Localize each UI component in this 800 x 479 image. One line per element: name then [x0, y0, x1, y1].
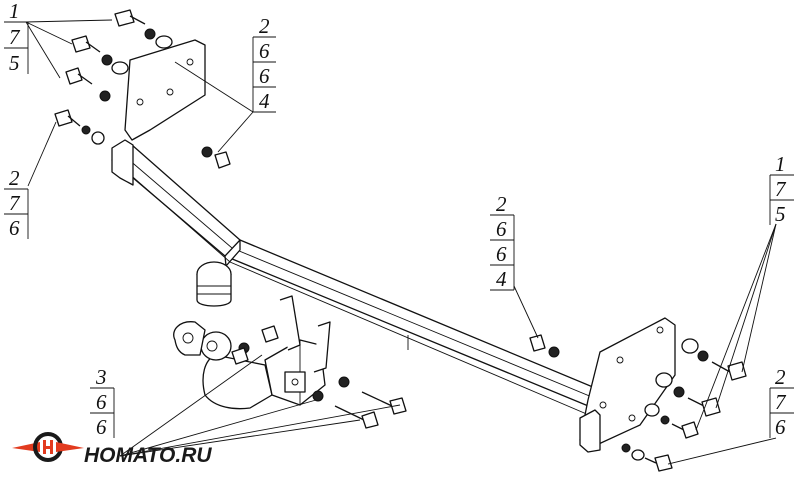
- tow-ball-cap: [196, 261, 232, 307]
- bolt: [671, 421, 699, 439]
- callout-number: 7: [9, 191, 21, 215]
- callout-mid: 2 6 6 4: [490, 192, 515, 291]
- watermark-logo: HOMATO.RU: [12, 432, 212, 467]
- bolt: [334, 405, 379, 429]
- leader-lines: [25, 19, 777, 465]
- callout-number: 4: [259, 89, 270, 113]
- fasteners-left: [54, 9, 231, 169]
- callout-number: 6: [496, 217, 507, 241]
- callout-number: 4: [496, 267, 507, 291]
- callout-right: 1 7 5: [769, 152, 794, 226]
- callout-number: 2: [259, 14, 270, 38]
- callout-number: 6: [259, 64, 270, 88]
- tow-ball-hitch: [173, 295, 331, 410]
- bolt: [711, 361, 747, 381]
- bolt: [361, 391, 407, 415]
- callout-number: 1: [9, 0, 20, 23]
- callout-number: 5: [9, 51, 20, 75]
- callout-top-mid: 2 6 6 4: [252, 14, 276, 113]
- callout-bottom-left: 3 6 6: [90, 365, 115, 439]
- callout-number: 2: [496, 192, 507, 216]
- callout-top-left: 1 7 5: [4, 0, 29, 75]
- bolt: [65, 67, 93, 85]
- callout-number: 7: [775, 390, 787, 414]
- bolt: [687, 397, 721, 417]
- callout-number: 7: [775, 177, 787, 201]
- callout-number: 7: [9, 25, 21, 49]
- callout-number: 6: [496, 242, 507, 266]
- logo-emblem-icon: [12, 432, 84, 462]
- callout-number: 3: [95, 365, 107, 389]
- right-mounting-bracket: [579, 317, 676, 453]
- callout-number: 2: [9, 166, 20, 190]
- callout-number: 2: [775, 365, 786, 389]
- bolt: [644, 454, 673, 472]
- callout-number: 5: [775, 202, 786, 226]
- bolt: [54, 109, 81, 127]
- callout-bottom-right: 2 7 6: [769, 365, 794, 439]
- callout-number: 6: [9, 216, 20, 240]
- bolt: [114, 9, 146, 27]
- callout-left: 2 7 6: [4, 166, 29, 240]
- callout-number: 1: [775, 152, 786, 176]
- fasteners-hitch: [231, 325, 407, 429]
- callout-number: 6: [775, 415, 786, 439]
- callout-number: 6: [96, 415, 107, 439]
- bolt: [71, 35, 101, 53]
- logo-text: HOMATO.RU: [84, 444, 212, 467]
- cross-beam: [111, 144, 613, 419]
- left-mounting-bracket: [111, 39, 206, 186]
- callout-number: 6: [259, 39, 270, 63]
- callout-number: 6: [96, 390, 107, 414]
